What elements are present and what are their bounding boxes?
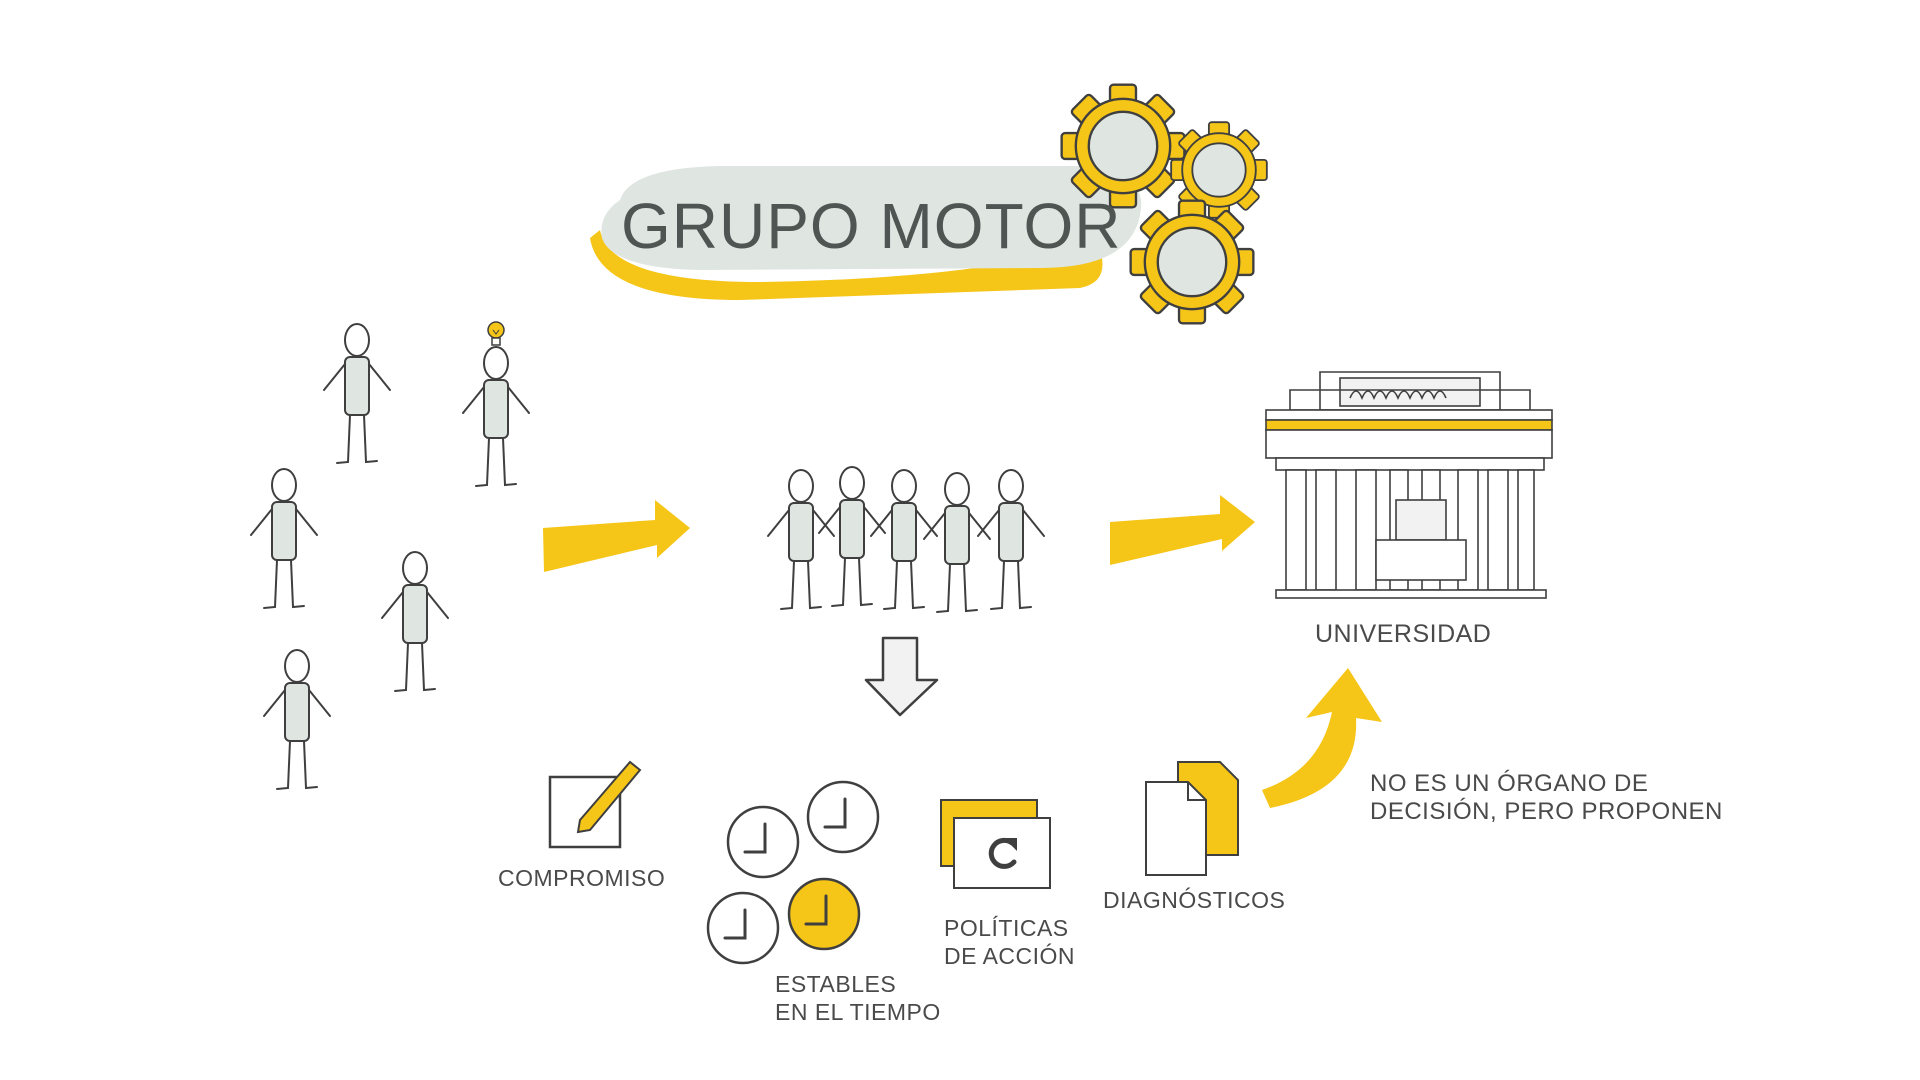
pencil-icon: [548, 760, 642, 849]
nota-label-line1: NO ES UN ÓRGANO DE: [1370, 770, 1649, 797]
page-title: GRUPO MOTOR: [621, 190, 1122, 262]
person-icon: [250, 468, 318, 609]
person-icon: [818, 466, 886, 607]
person-icon: [263, 649, 331, 790]
diagnosticos-label: DIAGNÓSTICOS: [1103, 887, 1286, 913]
person-icon: [923, 472, 991, 613]
compromiso-label: COMPROMISO: [498, 865, 666, 891]
universidad-label: UNIVERSIDAD: [1315, 620, 1492, 648]
clock-icon: [706, 891, 780, 965]
estables-label-line1: ESTABLES: [775, 971, 897, 997]
gear-icon: [1129, 199, 1255, 325]
individuals-group: [250, 323, 530, 790]
nota-label-line2: DECISIÓN, PERO PROPONEN: [1370, 798, 1723, 825]
estables-label-line2: EN EL TIEMPO: [775, 999, 941, 1025]
arrow-right-icon: [1110, 495, 1255, 565]
person-icon: [462, 346, 530, 487]
lightbulb-icon: [487, 321, 505, 346]
arrow-down-icon: [864, 636, 939, 717]
person-icon: [381, 551, 449, 692]
title-banner: [590, 166, 1142, 300]
politicas-label-line2: DE ACCIÓN: [944, 943, 1076, 969]
clocks-group: [706, 780, 880, 965]
person-icon: [767, 469, 835, 610]
person-icon: [870, 469, 938, 610]
clock-icon: [726, 805, 800, 879]
clock-icon: [806, 780, 880, 854]
arrow-right-icon: [543, 500, 690, 572]
person-icon: [323, 323, 391, 464]
refresh-icon: [940, 799, 1051, 889]
person-icon: [977, 469, 1045, 610]
clock-icon: [787, 877, 861, 951]
document-icon: [1145, 761, 1239, 876]
curved-arrow-icon: [1262, 668, 1382, 808]
building-icon: [1265, 371, 1553, 599]
grupo-people: [767, 466, 1045, 613]
politicas-label-line1: POLÍTICAS: [944, 915, 1069, 941]
